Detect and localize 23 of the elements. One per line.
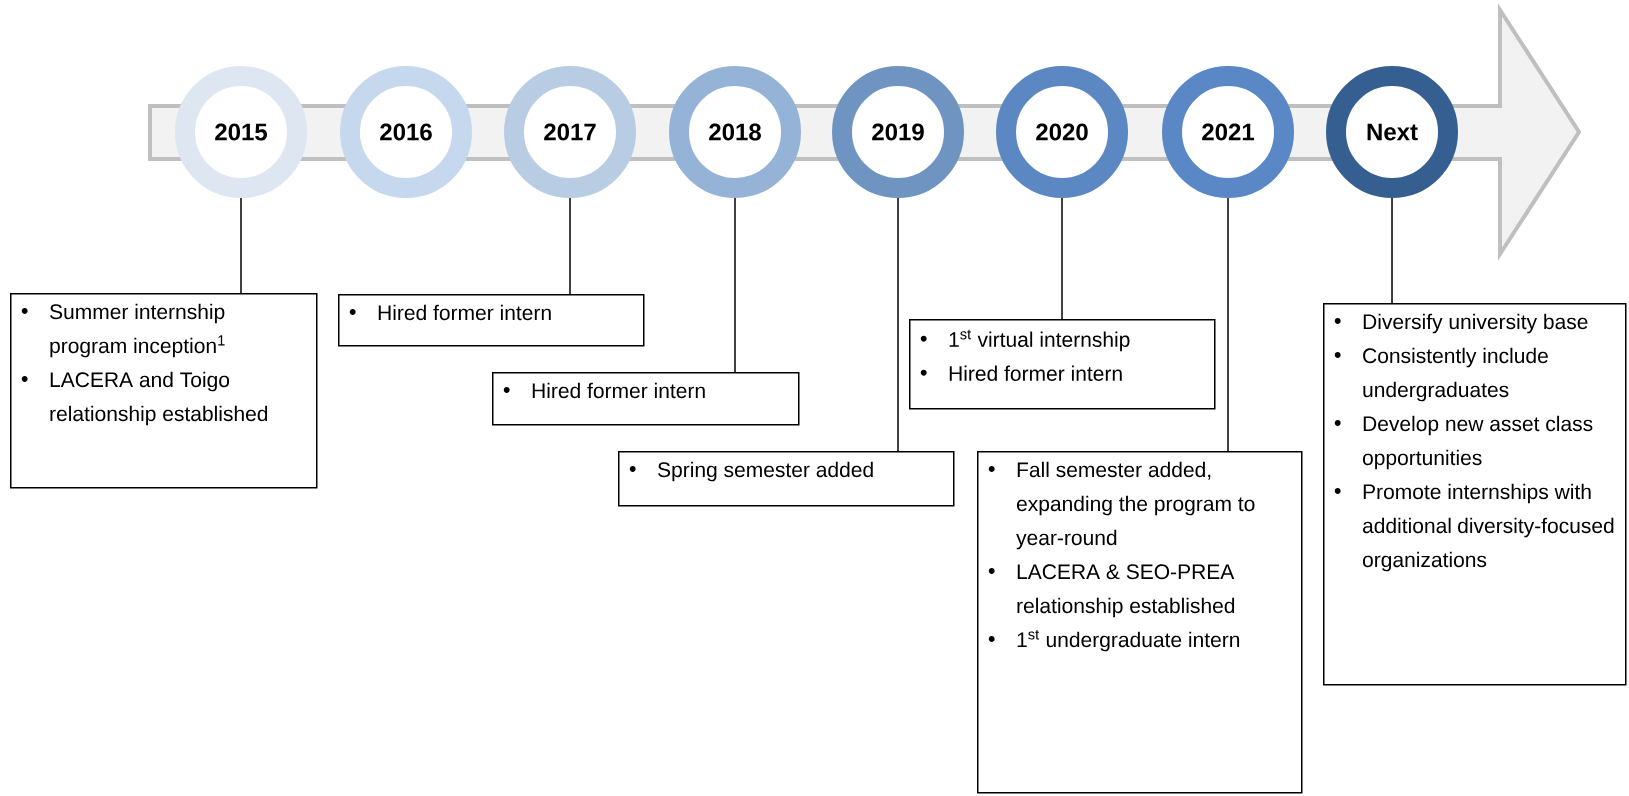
connector-line [1061,197,1063,320]
year-ring: 2017 [504,66,636,198]
text-box: Hired former intern [338,294,645,347]
year-ring: Next [1326,66,1458,198]
connector-line [1391,197,1393,304]
text-box: 1$^{st}$ virtual internship Hired former intern [909,319,1216,410]
year-ring: 2015 [175,66,307,198]
text-box: Diversify university base Consistently include undergraduates Develop new asset class opportunities Promote internships with additional diversity-focused organizations [1323,303,1627,686]
year-ring: 2021 [1162,66,1294,198]
connector-line [240,197,242,294]
year-ring: 2019 [832,66,964,198]
connector-line [1227,197,1229,452]
connector-line [897,197,899,452]
connector-line [734,197,736,373]
text-box: Hired former intern [492,372,800,426]
connector-line [569,197,571,295]
node-label: Next [1367,123,1418,141]
year-ring: 2020 [996,66,1128,198]
text-box: Summer internship program inception$^{1}$ LACERA and Toigo relationship established [10,293,318,489]
text-box: Spring semester added [618,451,955,507]
text-box: Fall semester added, expanding the program to year-round LACERA & SEO-PREA relationship established 1$^{st}$ undergraduate intern [977,451,1303,794]
year-ring: 2018 [669,66,801,198]
year-ring: 2016 [340,66,472,198]
